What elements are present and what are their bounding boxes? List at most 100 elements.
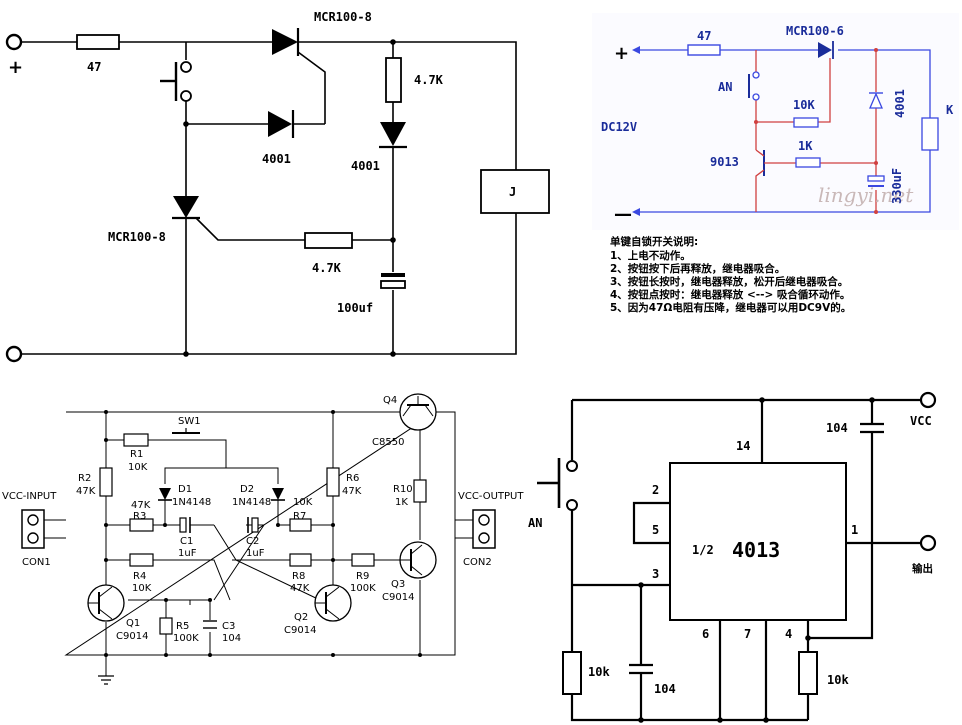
c4-r-left-label: 10k xyxy=(588,665,610,679)
c3-q2-label: Q2 xyxy=(294,612,308,623)
circuit-2: lingyi.net + — 47 MCR100-6 AN 10K 4001 K… xyxy=(592,13,959,230)
resistor-4.7k-mid xyxy=(304,232,353,249)
c3-r9-val-label: 100K xyxy=(350,583,376,594)
c3-r9-label: R9 xyxy=(356,571,369,582)
c3-r6-val-label: 47K xyxy=(342,486,362,497)
r7-resistor xyxy=(289,518,312,532)
c2-an-label: AN xyxy=(718,80,732,94)
c3-c2-val-label: 1uF xyxy=(246,548,265,559)
c1-r-in-label: 47 xyxy=(87,60,101,74)
c4-cap-top-label: 104 xyxy=(826,421,848,435)
r9-resistor xyxy=(351,553,375,567)
c1-capacitor xyxy=(179,517,187,533)
q2-transistor xyxy=(314,584,352,622)
c4-pin5-label: 5 xyxy=(652,523,659,537)
c2-transistor-label: 9013 xyxy=(710,155,739,169)
c3-r6-label: R6 xyxy=(346,473,359,484)
capacitor-100uf xyxy=(380,280,406,289)
notes-line-2: 2、按钮按下后再释放，继电器吸合。 xyxy=(610,262,785,275)
c3-r10-label: R10 xyxy=(393,484,413,495)
c3-r4-label: R4 xyxy=(133,571,146,582)
c2-diode-4001 xyxy=(869,92,883,109)
c3-d2-label: D2 xyxy=(240,484,254,495)
r10-resistor xyxy=(413,479,427,503)
c2-scr-label: MCR100-6 xyxy=(786,24,844,38)
c4-pin2-label: 2 xyxy=(652,483,659,497)
output-terminal xyxy=(919,534,937,552)
c4-half-label: 1/2 xyxy=(692,543,714,557)
relay-j xyxy=(480,169,550,214)
notes-block: 单键自锁开关说明: 1、上电不动作。 2、按钮按下后再释放，继电器吸合。 3、按… xyxy=(610,235,851,314)
c3-d1-label: D1 xyxy=(178,484,192,495)
c1-diode-left-label: 4001 xyxy=(262,152,291,166)
c1-scr-top-label: MCR100-8 xyxy=(314,10,372,24)
c3-q1-part-label: C9014 xyxy=(116,631,148,642)
c3-q3-label: Q3 xyxy=(391,579,405,590)
c2-dc-label: DC12V xyxy=(601,120,637,134)
c3-vcc-in-label: VCC-INPUT xyxy=(2,491,57,502)
notes-title: 单键自锁开关说明: xyxy=(610,235,698,248)
c2-minus-label: — xyxy=(614,204,632,225)
c2-watermark: lingyi.net xyxy=(818,183,914,207)
ic-4013 xyxy=(669,462,847,621)
terminal-plus xyxy=(5,33,23,51)
c4-pin4-label: 4 xyxy=(785,627,792,641)
notes-line-4: 4、按钮点按时：继电器释放 <--> 吸合循环动作。 xyxy=(610,288,850,301)
scr-bottom-symbol xyxy=(173,196,199,218)
c3-r10-val-label: 1K xyxy=(395,497,408,508)
c2-r-in-label: 47 xyxy=(697,29,711,43)
c1-diode-right-label: 4001 xyxy=(351,159,380,173)
c1-r-47k-mid-label: 4.7K xyxy=(312,261,342,275)
c3-r2-val-label: 47K xyxy=(76,486,96,497)
r2-resistor xyxy=(99,467,113,497)
c3-q3-part-label: C9014 xyxy=(382,592,414,603)
c3-q4-label: Q4 xyxy=(383,395,397,406)
c1-plus-label: + xyxy=(8,57,23,78)
c3-r8-val-label: 47K xyxy=(290,583,310,594)
notes-line-5: 5、因为47Ω电阻有压降，继电器可以用DC9V的。 xyxy=(610,301,851,314)
c2-resistor-10k xyxy=(793,117,819,128)
c3-r5-val-label: 100K xyxy=(173,633,199,644)
c3-vcc-out-label: VCC-OUTPUT xyxy=(458,491,524,502)
c3-r3-label: R3 xyxy=(133,511,146,522)
r5-resistor xyxy=(159,617,173,635)
circuit-3: SW1 Q4 C8550 R1 10K R2 47K D1 1N4148 D2 … xyxy=(2,393,524,685)
diode-right xyxy=(380,122,406,146)
notes-line-3: 3、按钮长按时，继电器释放，松开后继电器吸合。 xyxy=(610,275,848,288)
r6-resistor xyxy=(326,467,340,497)
c4-pin3-label: 3 xyxy=(652,567,659,581)
c3-q4-part-label: C8550 xyxy=(372,437,404,448)
c2-r-1k-label: 1K xyxy=(798,139,813,153)
c3-c1-label: C1 xyxy=(180,536,193,547)
q4-transistor xyxy=(399,393,437,431)
c2-diode-label: 4001 xyxy=(893,89,907,118)
c3-d1-part-label: 1N4148 xyxy=(172,497,211,508)
c1-cap-label: 100uf xyxy=(337,301,373,315)
scr-top-symbol xyxy=(272,29,298,55)
c4-r-right-label: 10k xyxy=(827,673,849,687)
c3-r1-val-label: 10K xyxy=(128,462,148,473)
circuit-4: VCC 104 14 AN 2 5 1 1/2 4013 输出 3 6 7 4 … xyxy=(528,391,937,723)
c1-r-47k-top-label: 4.7K xyxy=(414,73,444,87)
c3-con2-label: CON2 xyxy=(463,557,492,568)
c3-r8-label: R8 xyxy=(292,571,305,582)
c4-pin1-label: 1 xyxy=(851,523,858,537)
c2-r-10k-label: 10K xyxy=(793,98,815,112)
notes-line-1: 1、上电不动作。 xyxy=(610,249,691,262)
c2-capacitor-330uf xyxy=(867,175,885,182)
c3-c3-val-label: 104 xyxy=(222,633,241,644)
c4-resistor-right xyxy=(798,651,818,695)
c1-relay-label: J xyxy=(509,185,516,199)
c3-r2-label: R2 xyxy=(78,473,91,484)
c4-an-label: AN xyxy=(528,516,542,530)
r4-resistor xyxy=(129,553,154,567)
c3-r3-val-label: 47K xyxy=(131,500,151,511)
c2-relay-k xyxy=(921,117,939,151)
d2-diode xyxy=(272,488,284,500)
c1-scr-bottom-label: MCR100-8 xyxy=(108,230,166,244)
resistor-47 xyxy=(76,34,120,50)
c4-pin6-label: 6 xyxy=(702,627,709,641)
c3-c3-label: C3 xyxy=(222,621,235,632)
q3-transistor xyxy=(399,541,437,579)
